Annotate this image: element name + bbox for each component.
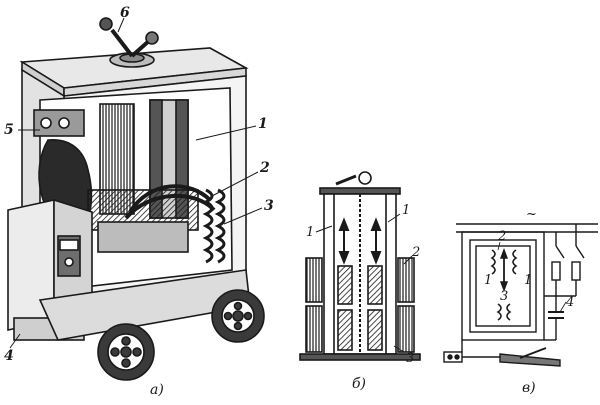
workpiece — [499, 353, 561, 367]
secondary-winding-left — [496, 303, 502, 321]
wheel-front — [97, 323, 155, 381]
fuse-1 — [551, 261, 561, 281]
callout-a-6: 6 — [120, 5, 130, 21]
callout-a-4: 4 — [4, 348, 14, 364]
panel-a — [7, 17, 265, 381]
outer-coil-right-bottom — [397, 305, 415, 353]
supply-symbol: ~ — [526, 207, 537, 222]
panel-a-labels: 6 1 5 2 3 4 а) — [4, 5, 274, 398]
panel-v-labels: ~ 2 1 3 1 4 в) — [484, 207, 574, 396]
callout-b-3: 3 — [406, 351, 414, 366]
outer-coil-left-top — [305, 257, 323, 303]
switch-1 — [555, 245, 565, 259]
callout-b-1-left: 1 — [306, 225, 314, 240]
callout-v-3: 3 — [500, 289, 508, 304]
electrode — [519, 347, 547, 359]
core-outer — [461, 231, 545, 341]
movement-arrows — [338, 217, 382, 265]
callout-b-2: 2 — [411, 245, 420, 260]
secondary-winding-right — [506, 303, 512, 321]
switch-2 — [575, 245, 585, 259]
caption-b: б) — [352, 376, 366, 392]
adjusting-crank — [99, 17, 159, 68]
callout-a-3: 3 — [264, 198, 274, 214]
panel-v — [443, 223, 598, 367]
callout-a-5: 5 — [4, 122, 14, 138]
callout-a-1: 1 — [258, 116, 268, 132]
callout-v-4: 4 — [565, 295, 574, 310]
callout-v-2: 2 — [497, 229, 506, 244]
caption-a: а) — [150, 382, 164, 398]
primary-winding-left — [490, 249, 496, 275]
primary-winding-right — [512, 249, 518, 275]
callout-b-1-right: 1 — [402, 203, 410, 218]
outer-coil-right-top — [397, 257, 415, 303]
wheel-rear — [211, 289, 265, 343]
outer-coil-left-bottom — [305, 305, 323, 353]
panel-b-labels: 1 1 2 3 б) — [306, 203, 420, 392]
fuse-2 — [571, 261, 581, 281]
panel-b — [299, 171, 421, 361]
callout-v-1-left: 1 — [484, 273, 492, 288]
callout-v-1-right: 1 — [524, 273, 532, 288]
caption-v: в) — [522, 380, 536, 396]
callout-a-2: 2 — [259, 160, 270, 176]
